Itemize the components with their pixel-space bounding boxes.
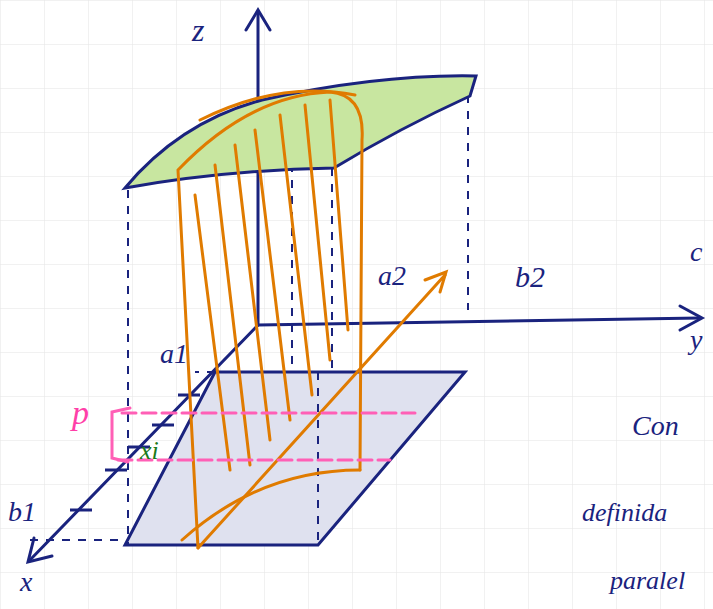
axes bbox=[28, 10, 702, 562]
bound-label: a1 bbox=[160, 340, 188, 368]
base-region bbox=[125, 372, 465, 545]
bound-label: a2 bbox=[378, 262, 406, 290]
note-text: c bbox=[690, 238, 702, 266]
note-text: Con bbox=[632, 412, 679, 440]
bound-label: b2 bbox=[515, 262, 545, 292]
axis-label: x bbox=[20, 568, 32, 596]
cross-section bbox=[178, 91, 446, 548]
point-label: xi bbox=[140, 438, 159, 464]
note-text: paralel bbox=[610, 568, 685, 594]
bound-label: b1 bbox=[8, 498, 36, 526]
axis-label: z bbox=[192, 14, 204, 46]
axis-label: y bbox=[690, 326, 702, 354]
slab-width-label: p bbox=[72, 396, 89, 430]
note-text: definida bbox=[582, 500, 667, 526]
